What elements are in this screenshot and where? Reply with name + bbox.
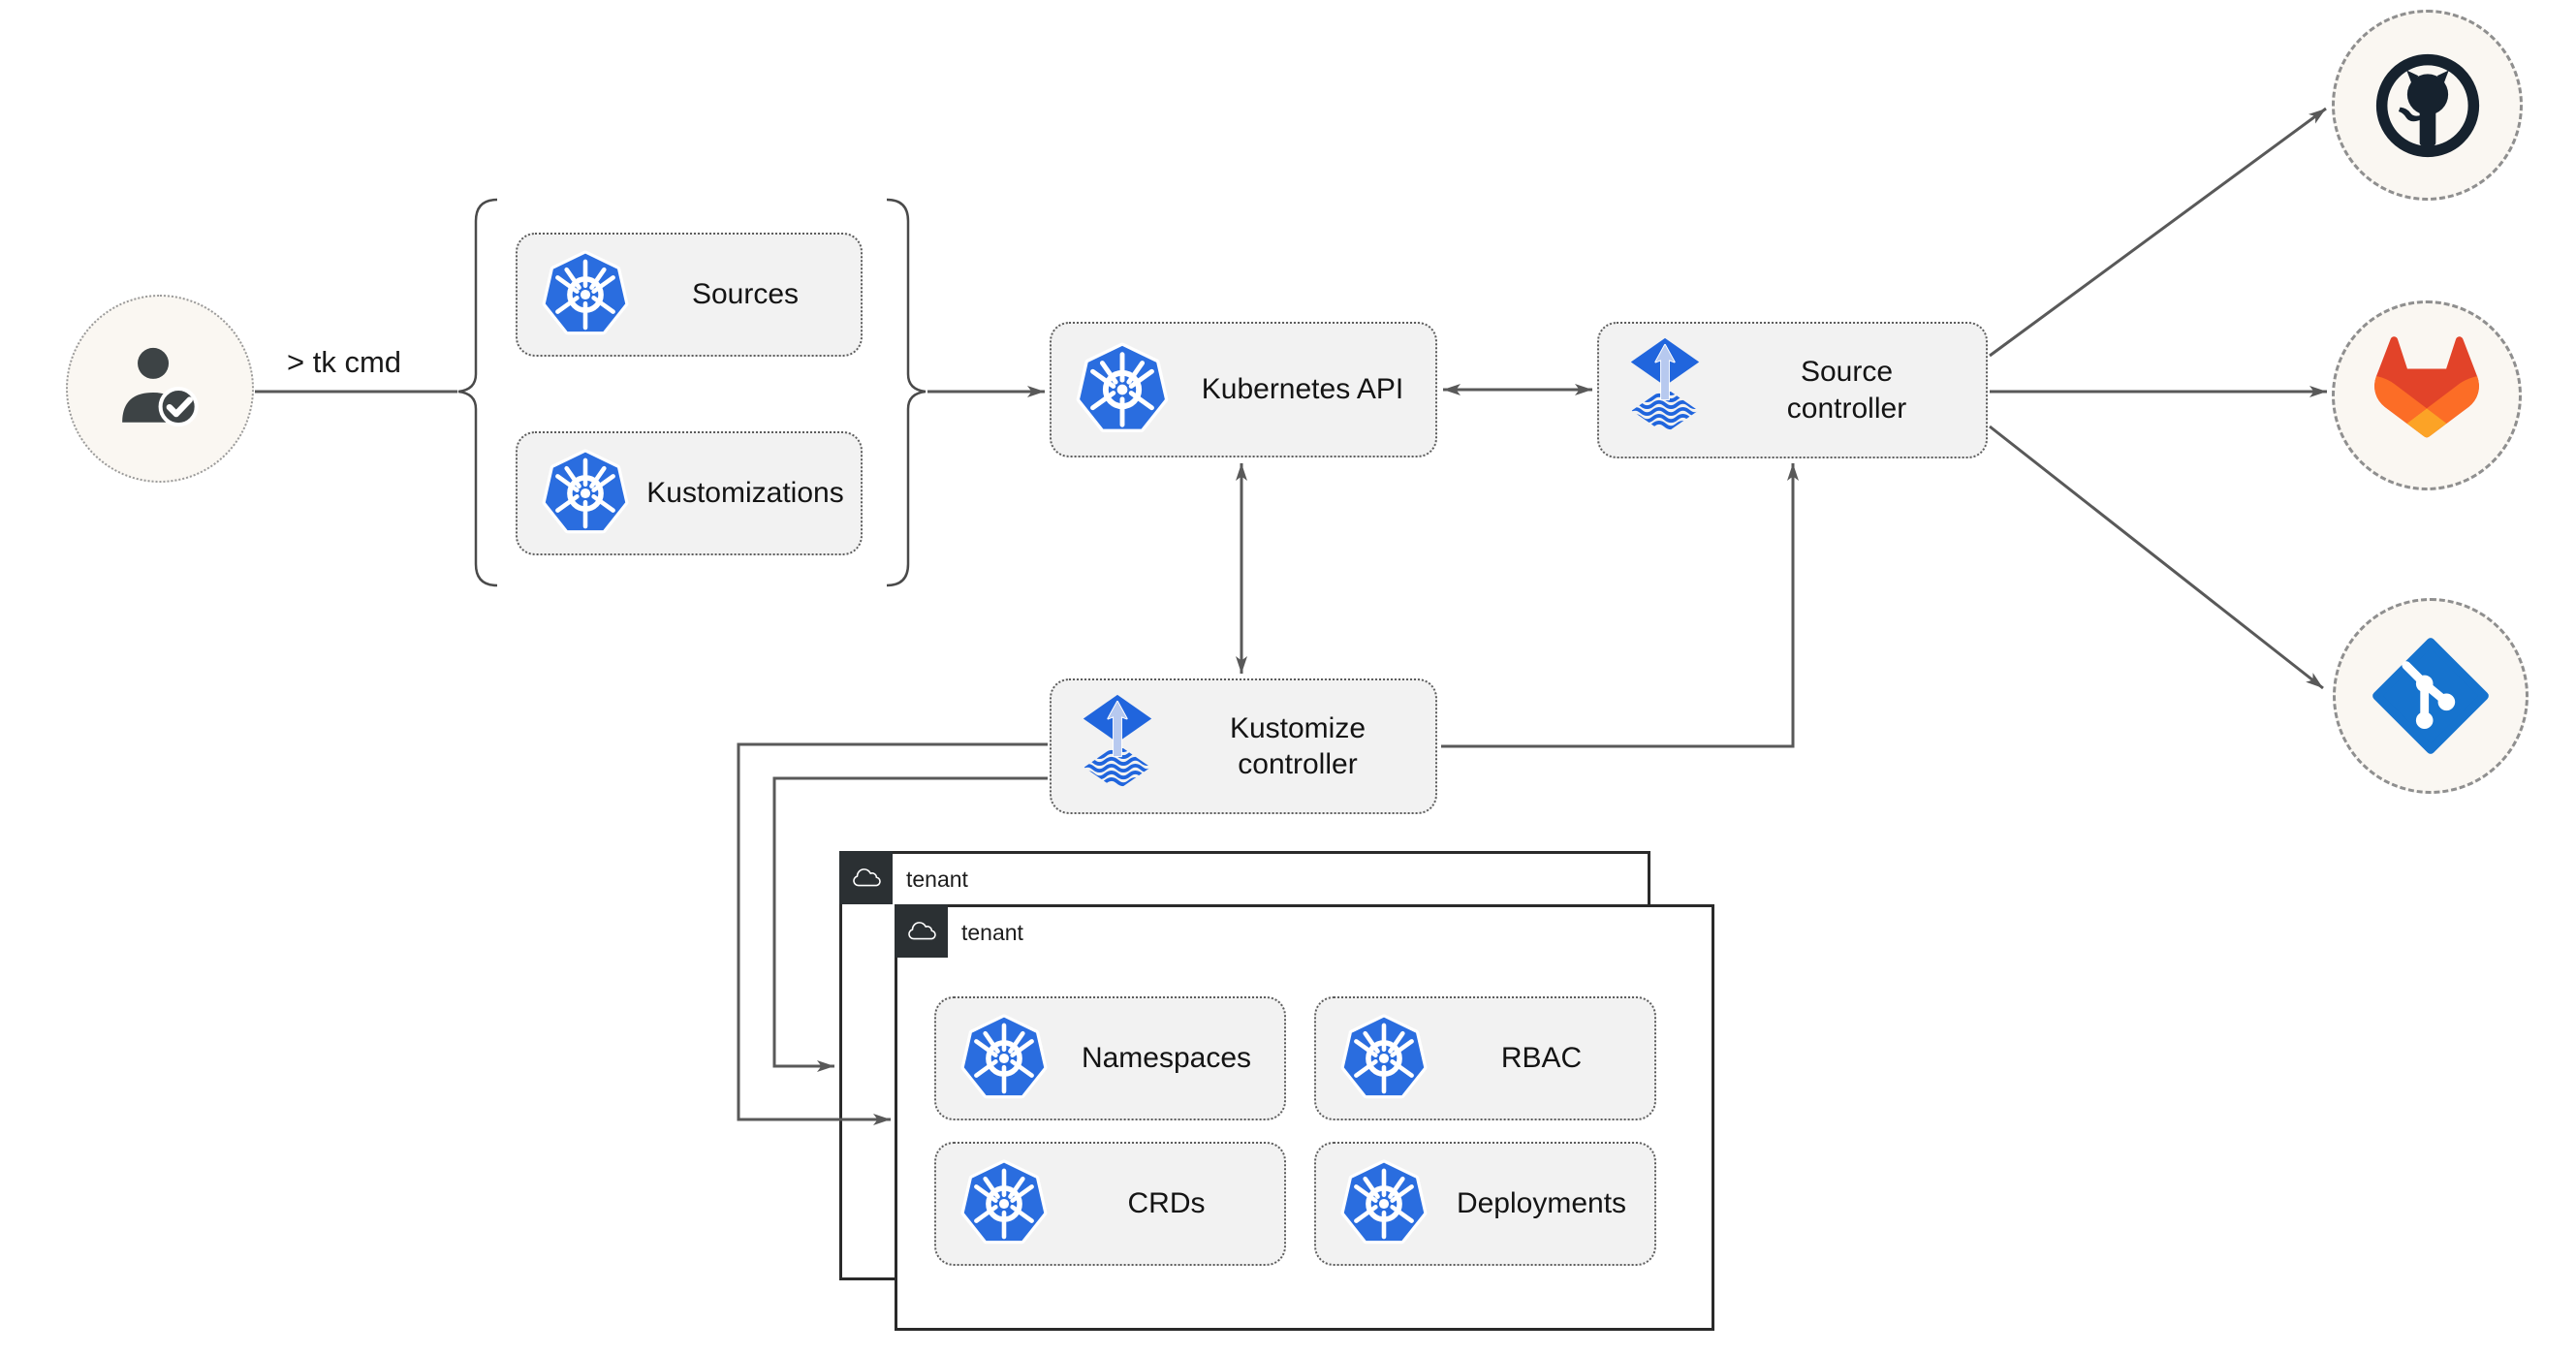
arrow-kustomize-to-source-controller: [1441, 463, 1799, 748]
box-deployments-label: Deployments: [1456, 1187, 1627, 1220]
box-deployments: Deployments: [1314, 1142, 1656, 1266]
box-rbac: RBAC: [1314, 996, 1656, 1120]
kubernetes-icon: [1339, 1014, 1429, 1103]
node-kustomize-controller: Kustomize controller: [1050, 678, 1437, 814]
left-brace: [457, 198, 498, 587]
cloud-icon: [850, 867, 883, 890]
user-check-icon: [104, 332, 216, 445]
node-kubernetes-api: Kubernetes API: [1050, 322, 1437, 457]
kubernetes-icon: [959, 1014, 1049, 1103]
box-namespaces: Namespaces: [934, 996, 1286, 1120]
tenant-label: tenant: [961, 920, 1023, 945]
box-namespaces-label: Namespaces: [1081, 1042, 1252, 1075]
cli-command-label: > tk cmd: [287, 345, 402, 379]
kubernetes-icon: [959, 1159, 1049, 1248]
node-source-controller: Source controller: [1597, 322, 1988, 458]
flux-icon: [1622, 336, 1708, 444]
node-kustomize-controller-label: Kustomize controller: [1229, 711, 1367, 781]
tenant-tab: [895, 904, 948, 958]
gitlab-circle: [2332, 300, 2522, 490]
right-brace: [886, 198, 927, 587]
box-sources: Sources: [516, 233, 863, 357]
arrow-source-to-git: [1989, 425, 2324, 690]
tenant-label: tenant: [906, 867, 968, 892]
git-circle: [2333, 598, 2529, 794]
kubernetes-icon: [1339, 1159, 1429, 1248]
box-rbac-label: RBAC: [1500, 1042, 1583, 1075]
cloud-icon: [905, 920, 938, 943]
box-kustomizations: Kustomizations: [516, 431, 863, 555]
box-kustomizations-label: Kustomizations: [646, 477, 844, 510]
github-circle: [2332, 10, 2523, 201]
kubernetes-icon: [541, 250, 630, 339]
user-avatar: [66, 295, 254, 483]
node-kubernetes-api-label: Kubernetes API: [1201, 373, 1404, 406]
kubernetes-icon: [1075, 342, 1170, 437]
box-crds-label: CRDs: [1127, 1187, 1206, 1220]
box-crds: CRDs: [934, 1142, 1286, 1266]
arrow-source-to-github: [1989, 107, 2327, 358]
flux-icon: [1075, 693, 1160, 801]
github-icon: [2366, 44, 2490, 168]
gitlab-icon: [2363, 331, 2491, 459]
kubernetes-icon: [541, 449, 630, 538]
node-source-controller-label: Source controller: [1786, 356, 1907, 425]
box-sources-label: Sources: [691, 278, 800, 311]
tenant-tab: [839, 851, 893, 904]
git-icon: [2370, 635, 2492, 757]
